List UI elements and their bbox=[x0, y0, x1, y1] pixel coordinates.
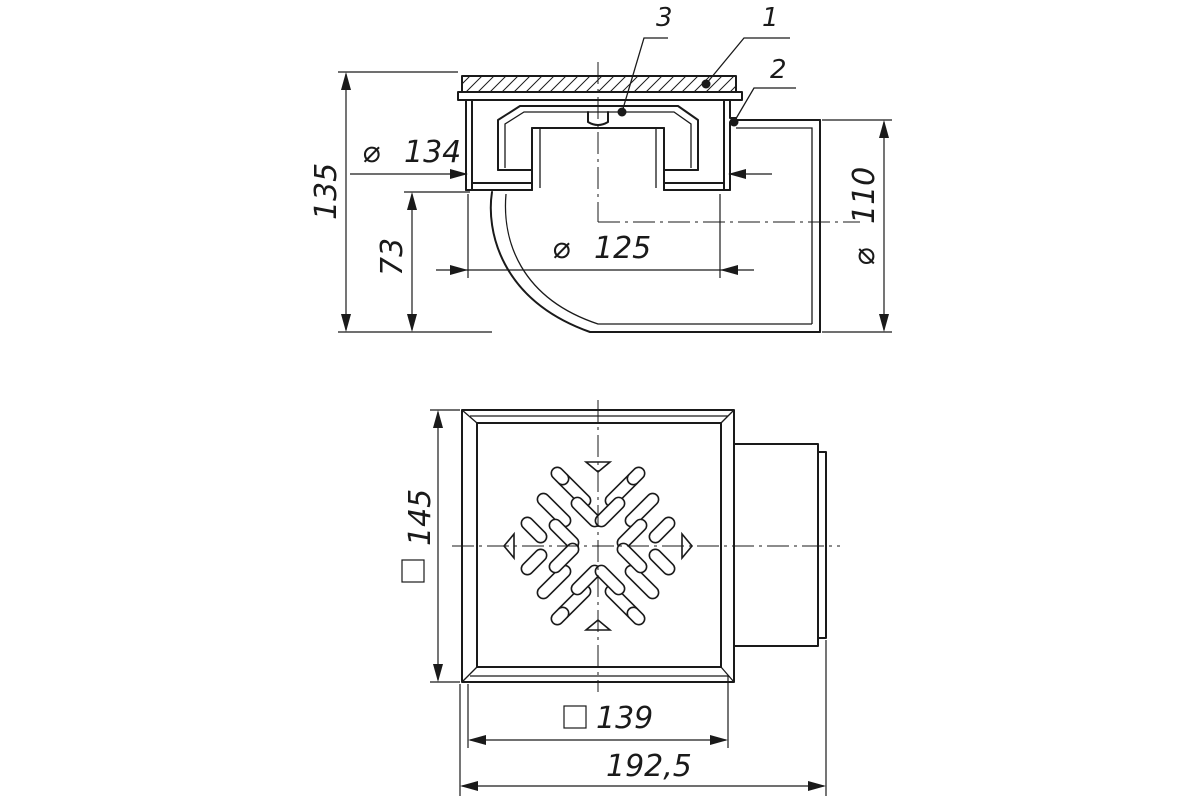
hatch-line bbox=[561, 76, 579, 92]
hatch-line bbox=[489, 76, 507, 92]
dim-dia-outlet bbox=[822, 119, 892, 333]
hatch-line bbox=[729, 85, 736, 92]
dim-height-total-label: 135 bbox=[309, 163, 344, 220]
dim-dia-flange-label: 125 bbox=[594, 231, 651, 266]
hatch-line bbox=[573, 76, 591, 92]
hatch-line bbox=[645, 76, 663, 92]
hatch-line bbox=[477, 76, 495, 92]
callout-body: 2 bbox=[770, 55, 787, 85]
grate-section bbox=[440, 74, 772, 101]
hatch-line bbox=[465, 76, 483, 92]
grate-slot bbox=[648, 548, 676, 576]
grate-slot bbox=[624, 492, 660, 528]
dim-dia-outlet-symbol: ⌀ bbox=[847, 248, 882, 266]
square-symbol-frame bbox=[401, 559, 425, 583]
grate-slot bbox=[550, 466, 570, 486]
top-plan-view: 145 139 192,5 bbox=[401, 400, 840, 796]
dim-height-total bbox=[338, 71, 492, 333]
grate-slot bbox=[648, 516, 676, 544]
hatch-line bbox=[609, 76, 627, 92]
callout-water-seal: 3 bbox=[656, 3, 673, 33]
square-symbol-grate bbox=[563, 705, 587, 729]
hatch-line bbox=[681, 76, 699, 92]
grate-slot bbox=[520, 548, 548, 576]
hatch-line bbox=[537, 76, 555, 92]
side-section-view: 3 1 2 135 73 ⌀ 134 bbox=[309, 3, 892, 333]
dim-length-total-label: 192,5 bbox=[606, 749, 692, 784]
hatch-line bbox=[657, 76, 675, 92]
hatch-line bbox=[440, 74, 460, 94]
hatch-line bbox=[597, 76, 615, 92]
hatch-line bbox=[705, 76, 723, 92]
dim-dia-flange-symbol: ⌀ bbox=[552, 231, 570, 266]
dim-square-grate-label: 139 bbox=[596, 701, 653, 736]
drain-body-section bbox=[465, 99, 737, 191]
dim-dia-body-label: 134 bbox=[404, 135, 461, 170]
hatch-line bbox=[462, 76, 471, 85]
grate-slot bbox=[550, 606, 570, 626]
dim-square-frame bbox=[401, 409, 460, 683]
dim-height-outlet-label: 73 bbox=[375, 238, 410, 276]
grate-slot bbox=[520, 516, 548, 544]
grate-slot bbox=[626, 466, 646, 486]
dim-dia-flange bbox=[436, 194, 754, 278]
callout-leaders bbox=[617, 37, 796, 127]
grate-slot bbox=[616, 542, 648, 574]
inner-frame bbox=[476, 422, 722, 668]
dim-length-total bbox=[459, 640, 827, 796]
grate-slot bbox=[594, 496, 626, 528]
hatch-line bbox=[740, 74, 760, 94]
outlet-elbow bbox=[489, 119, 821, 333]
callout-grate: 1 bbox=[762, 3, 779, 33]
dim-square-frame-label: 145 bbox=[403, 489, 438, 546]
dim-square-grate bbox=[467, 676, 729, 748]
outlet-pipe-top bbox=[733, 443, 827, 647]
hatch-line bbox=[752, 74, 772, 94]
dim-dia-body-symbol: ⌀ bbox=[362, 135, 380, 170]
hatch-line bbox=[549, 76, 567, 92]
dim-dia-outlet-label: 110 bbox=[847, 167, 882, 224]
dim-height-outlet bbox=[404, 191, 470, 332]
hatch-line bbox=[669, 76, 687, 92]
grate-slot bbox=[548, 542, 580, 574]
grate-slot bbox=[536, 564, 572, 600]
hatch-line bbox=[633, 76, 651, 92]
hatch-line bbox=[501, 76, 519, 92]
dim-dia-body bbox=[350, 169, 772, 179]
hatch-line bbox=[513, 76, 531, 92]
hatch-line bbox=[717, 76, 735, 92]
hatch-line bbox=[525, 76, 543, 92]
hatch-line bbox=[585, 76, 603, 92]
